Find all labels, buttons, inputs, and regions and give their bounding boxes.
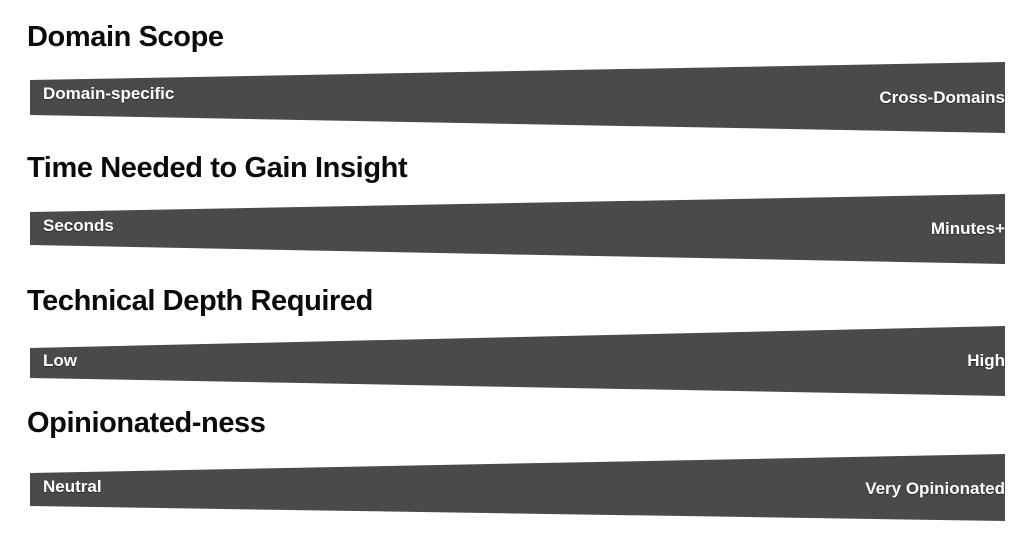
wedge-shape-icon bbox=[30, 62, 1005, 133]
wedge-shape-icon bbox=[30, 326, 1005, 396]
section-heading: Time Needed to Gain Insight bbox=[27, 152, 408, 184]
spectrum-section-time-needed-to-gain-insight: Time Needed to Gain Insight Seconds Minu… bbox=[0, 151, 1024, 269]
wedge-right-label: Minutes+ bbox=[930, 219, 1005, 238]
spectrum-section-technical-depth-required: Technical Depth Required Low High bbox=[0, 284, 1024, 402]
wedge-right-label: Cross-Domains bbox=[879, 88, 1005, 107]
wedge-shape-icon bbox=[30, 454, 1005, 521]
spectrum-wedge: Neutral Very Opinionated bbox=[0, 443, 1024, 531]
spectrum-section-opinionated-ness: Opinionated-ness Neutral Very Opinionate… bbox=[0, 406, 1024, 531]
spectrum-wedge: Low High bbox=[0, 318, 1024, 402]
wedge-left-label: Seconds bbox=[43, 216, 114, 235]
spectrum-section-domain-scope: Domain Scope Domain-specific Cross-Domai… bbox=[0, 20, 1024, 138]
wedge-shape-icon bbox=[30, 194, 1005, 264]
wedge-left-label: Domain-specific bbox=[43, 84, 175, 103]
wedge-left-label: Neutral bbox=[43, 477, 102, 496]
section-heading: Opinionated-ness bbox=[27, 407, 266, 439]
spectrum-wedge: Seconds Minutes+ bbox=[0, 185, 1024, 269]
wedge-right-label: High bbox=[967, 351, 1005, 370]
wedge-left-label: Low bbox=[43, 351, 77, 370]
wedge-right-label: Very Opinionated bbox=[865, 479, 1005, 498]
section-heading: Technical Depth Required bbox=[27, 285, 373, 317]
spectrum-wedge: Domain-specific Cross-Domains bbox=[0, 54, 1024, 138]
section-heading: Domain Scope bbox=[27, 21, 224, 53]
